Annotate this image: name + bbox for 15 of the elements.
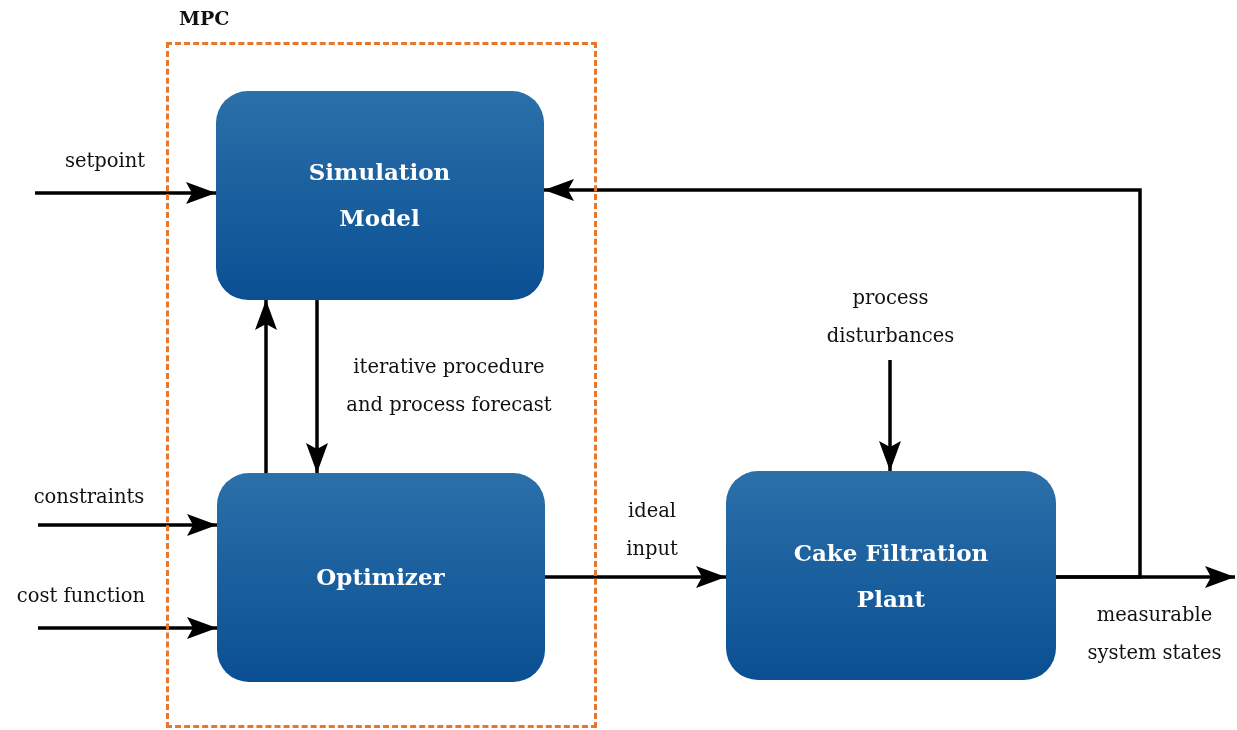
group-title: MPC: [179, 7, 230, 29]
box-label: Optimizer: [316, 562, 445, 592]
arrow: [38, 617, 217, 639]
arrow: [879, 360, 901, 471]
process-box: [726, 471, 1056, 680]
arrow: [35, 182, 216, 204]
box-label: Cake Filtration Plant: [792, 537, 990, 614]
arrow: [544, 179, 1142, 579]
arrow: [255, 300, 277, 473]
arrow: [306, 300, 328, 473]
process-box: [216, 472, 545, 682]
arrow: [38, 514, 217, 536]
process-box: [215, 90, 544, 300]
arrow: [545, 566, 726, 588]
box-label: Simulation Model: [307, 157, 452, 233]
